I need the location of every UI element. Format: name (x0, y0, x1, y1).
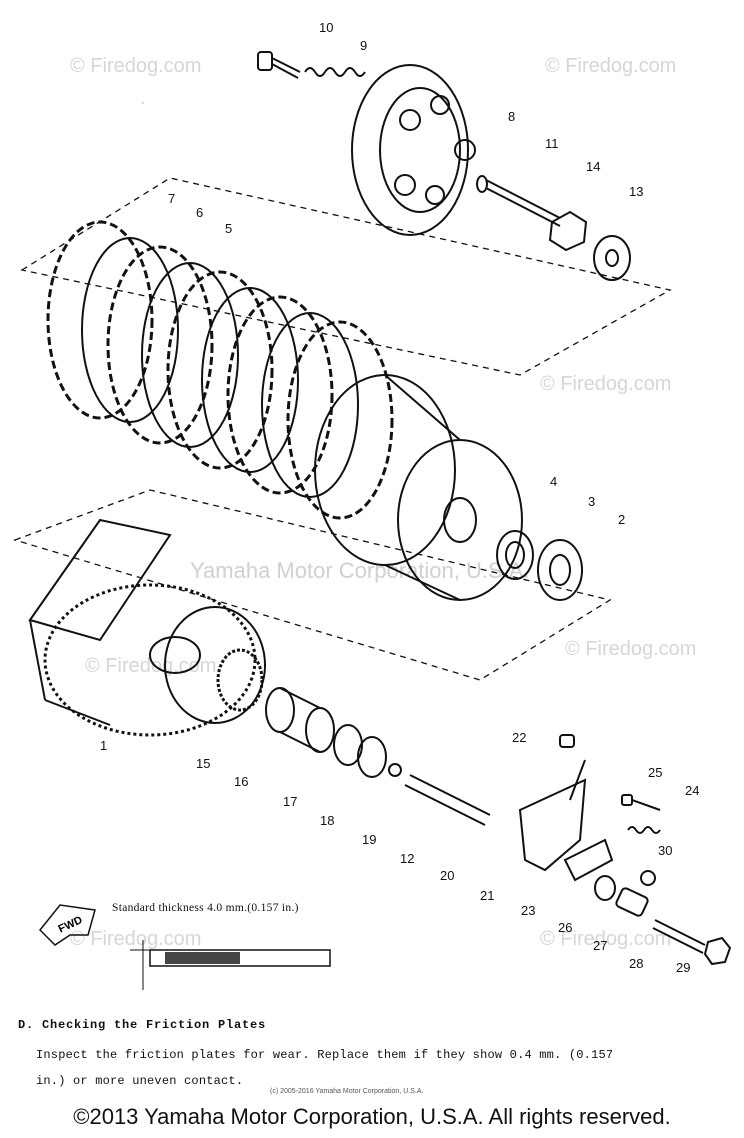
callout-10: 10 (319, 20, 333, 35)
part-22-screw (559, 734, 575, 748)
watermark: © Firedog.com (70, 55, 201, 77)
section-body-line: Inspect the friction plates for wear. Re… (36, 1048, 614, 1062)
callout-3: 3 (588, 494, 595, 509)
page-footer: (c) 2005-2016 Yamaha Motor Corporation, … (270, 1088, 424, 1095)
callout-13: 13 (629, 184, 643, 199)
callout-19: 19 (362, 832, 376, 847)
part-26-washer (594, 875, 616, 901)
part-24-spring (627, 826, 661, 834)
callout-20: 20 (440, 868, 454, 883)
callout-16: 16 (234, 774, 248, 789)
callout-26: 26 (558, 920, 572, 935)
part-16-gear (216, 648, 264, 712)
part-23-lever (563, 838, 614, 882)
watermark: © Firedog.com (565, 638, 696, 660)
fwd-arrow-icon (38, 904, 96, 946)
part-3-washer (496, 530, 534, 580)
part-28-screw (652, 919, 706, 954)
watermark: © Firedog.com (545, 55, 676, 77)
callout-4: 4 (550, 474, 557, 489)
part-17-bushing (265, 687, 335, 753)
clutch-exploded-diagram: © Firedog.com . © Firedog.com © Firedog.… (12, 20, 732, 990)
callout-labels: 1234567891011121314151617181920212223242… (100, 20, 699, 975)
copyright-notice: ©2013 Yamaha Motor Corporation, U.S.A. A… (73, 1104, 671, 1129)
clutch-plate-stack (46, 220, 394, 520)
callout-8: 8 (508, 109, 515, 124)
part-29-nut (703, 936, 732, 966)
callout-12: 12 (400, 851, 414, 866)
part-13-lock-washer (593, 235, 631, 281)
part-21-rod (569, 759, 586, 801)
callout-21: 21 (480, 888, 494, 903)
callout-24: 24 (685, 783, 699, 798)
friction-plate-section (130, 940, 331, 990)
callout-28: 28 (629, 956, 643, 971)
group-frame-top (20, 177, 672, 376)
part-2-plate (537, 539, 583, 601)
thickness-note: Standard thickness 4.0 mm.(0.157 in.) (112, 902, 299, 914)
callout-5: 5 (225, 221, 232, 236)
part-27-adjuster (615, 887, 649, 917)
callout-6: 6 (196, 205, 203, 220)
part-20-push-rod (404, 774, 491, 826)
part-15-o-ring (164, 606, 266, 724)
callout-18: 18 (320, 813, 334, 828)
callout-25: 25 (648, 765, 662, 780)
part-11-push-rod (476, 175, 561, 227)
callout-1: 1 (100, 738, 107, 753)
callout-22: 22 (512, 730, 526, 745)
part-1-clutch-housing (28, 518, 257, 737)
callout-15: 15 (196, 756, 210, 771)
part-30-nut (640, 870, 656, 886)
watermark: © Firedog.com (540, 928, 671, 950)
section-body: Inspect the friction plates for wear. Re… (36, 1042, 676, 1094)
watermark: . (140, 87, 146, 109)
callout-27: 27 (593, 938, 607, 953)
part-8-pressure-plate (351, 64, 476, 236)
watermark: © Firedog.com (70, 928, 201, 950)
callout-7: 7 (168, 191, 175, 206)
callout-11: 11 (545, 136, 559, 151)
part-25-bolt (621, 794, 661, 811)
group-frame-middle (12, 489, 612, 681)
part-21-cover (518, 778, 587, 872)
part-18-washer (333, 724, 363, 766)
section-body-line: in.) or more uneven contact. (36, 1074, 244, 1088)
callout-17: 17 (283, 794, 297, 809)
part-9-spring (304, 67, 366, 77)
callout-2: 2 (618, 512, 625, 527)
section-title: D. Checking the Friction Plates (18, 1018, 267, 1032)
watermarks: © Firedog.com . © Firedog.com © Firedog.… (70, 55, 696, 950)
callout-14: 14 (586, 159, 600, 174)
callout-29: 29 (676, 960, 690, 975)
callout-30: 30 (658, 843, 672, 858)
part-14-nut (548, 210, 588, 252)
callout-9: 9 (360, 38, 367, 53)
callout-23: 23 (521, 903, 535, 918)
part-12-ball (388, 763, 402, 777)
watermark: © Firedog.com (540, 373, 671, 395)
watermark-center: Yamaha Motor Corporation, U.S.A. (190, 558, 530, 583)
part-4-clutch-boss (314, 374, 523, 601)
part-19-washer (357, 736, 387, 778)
part-10-bolt (257, 51, 301, 79)
